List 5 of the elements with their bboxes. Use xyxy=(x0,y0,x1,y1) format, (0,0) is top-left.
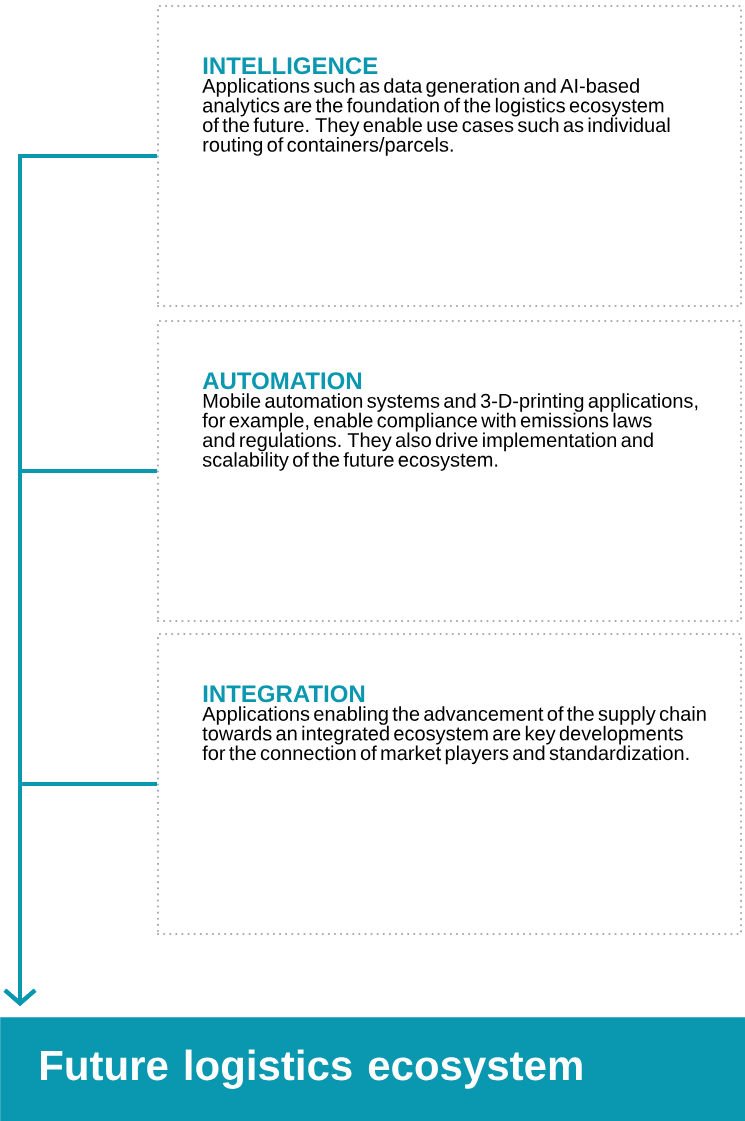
title-band: Future logistics ecosystem xyxy=(0,1017,745,1121)
info-box: INTEGRATION Applications enabling the advancement of the supply chain towards an integrated ecosystem are key developments for the connection of market players and standardization. xyxy=(157,633,742,935)
connector-arrow xyxy=(3,782,157,1006)
info-box: AUTOMATION Mobile automation systems and 3-D-printing applications, for example, enable compliance with emissions laws and regulations. They also drive implementation and scalability of the future ecosystem. xyxy=(157,320,742,622)
info-box: INTELLIGENCE Applications such as data generation and AI-based analytics are the foundation of the logistics ecosystem of the future. They enable use cases such as individual routing of containers/parcels. xyxy=(157,5,742,307)
